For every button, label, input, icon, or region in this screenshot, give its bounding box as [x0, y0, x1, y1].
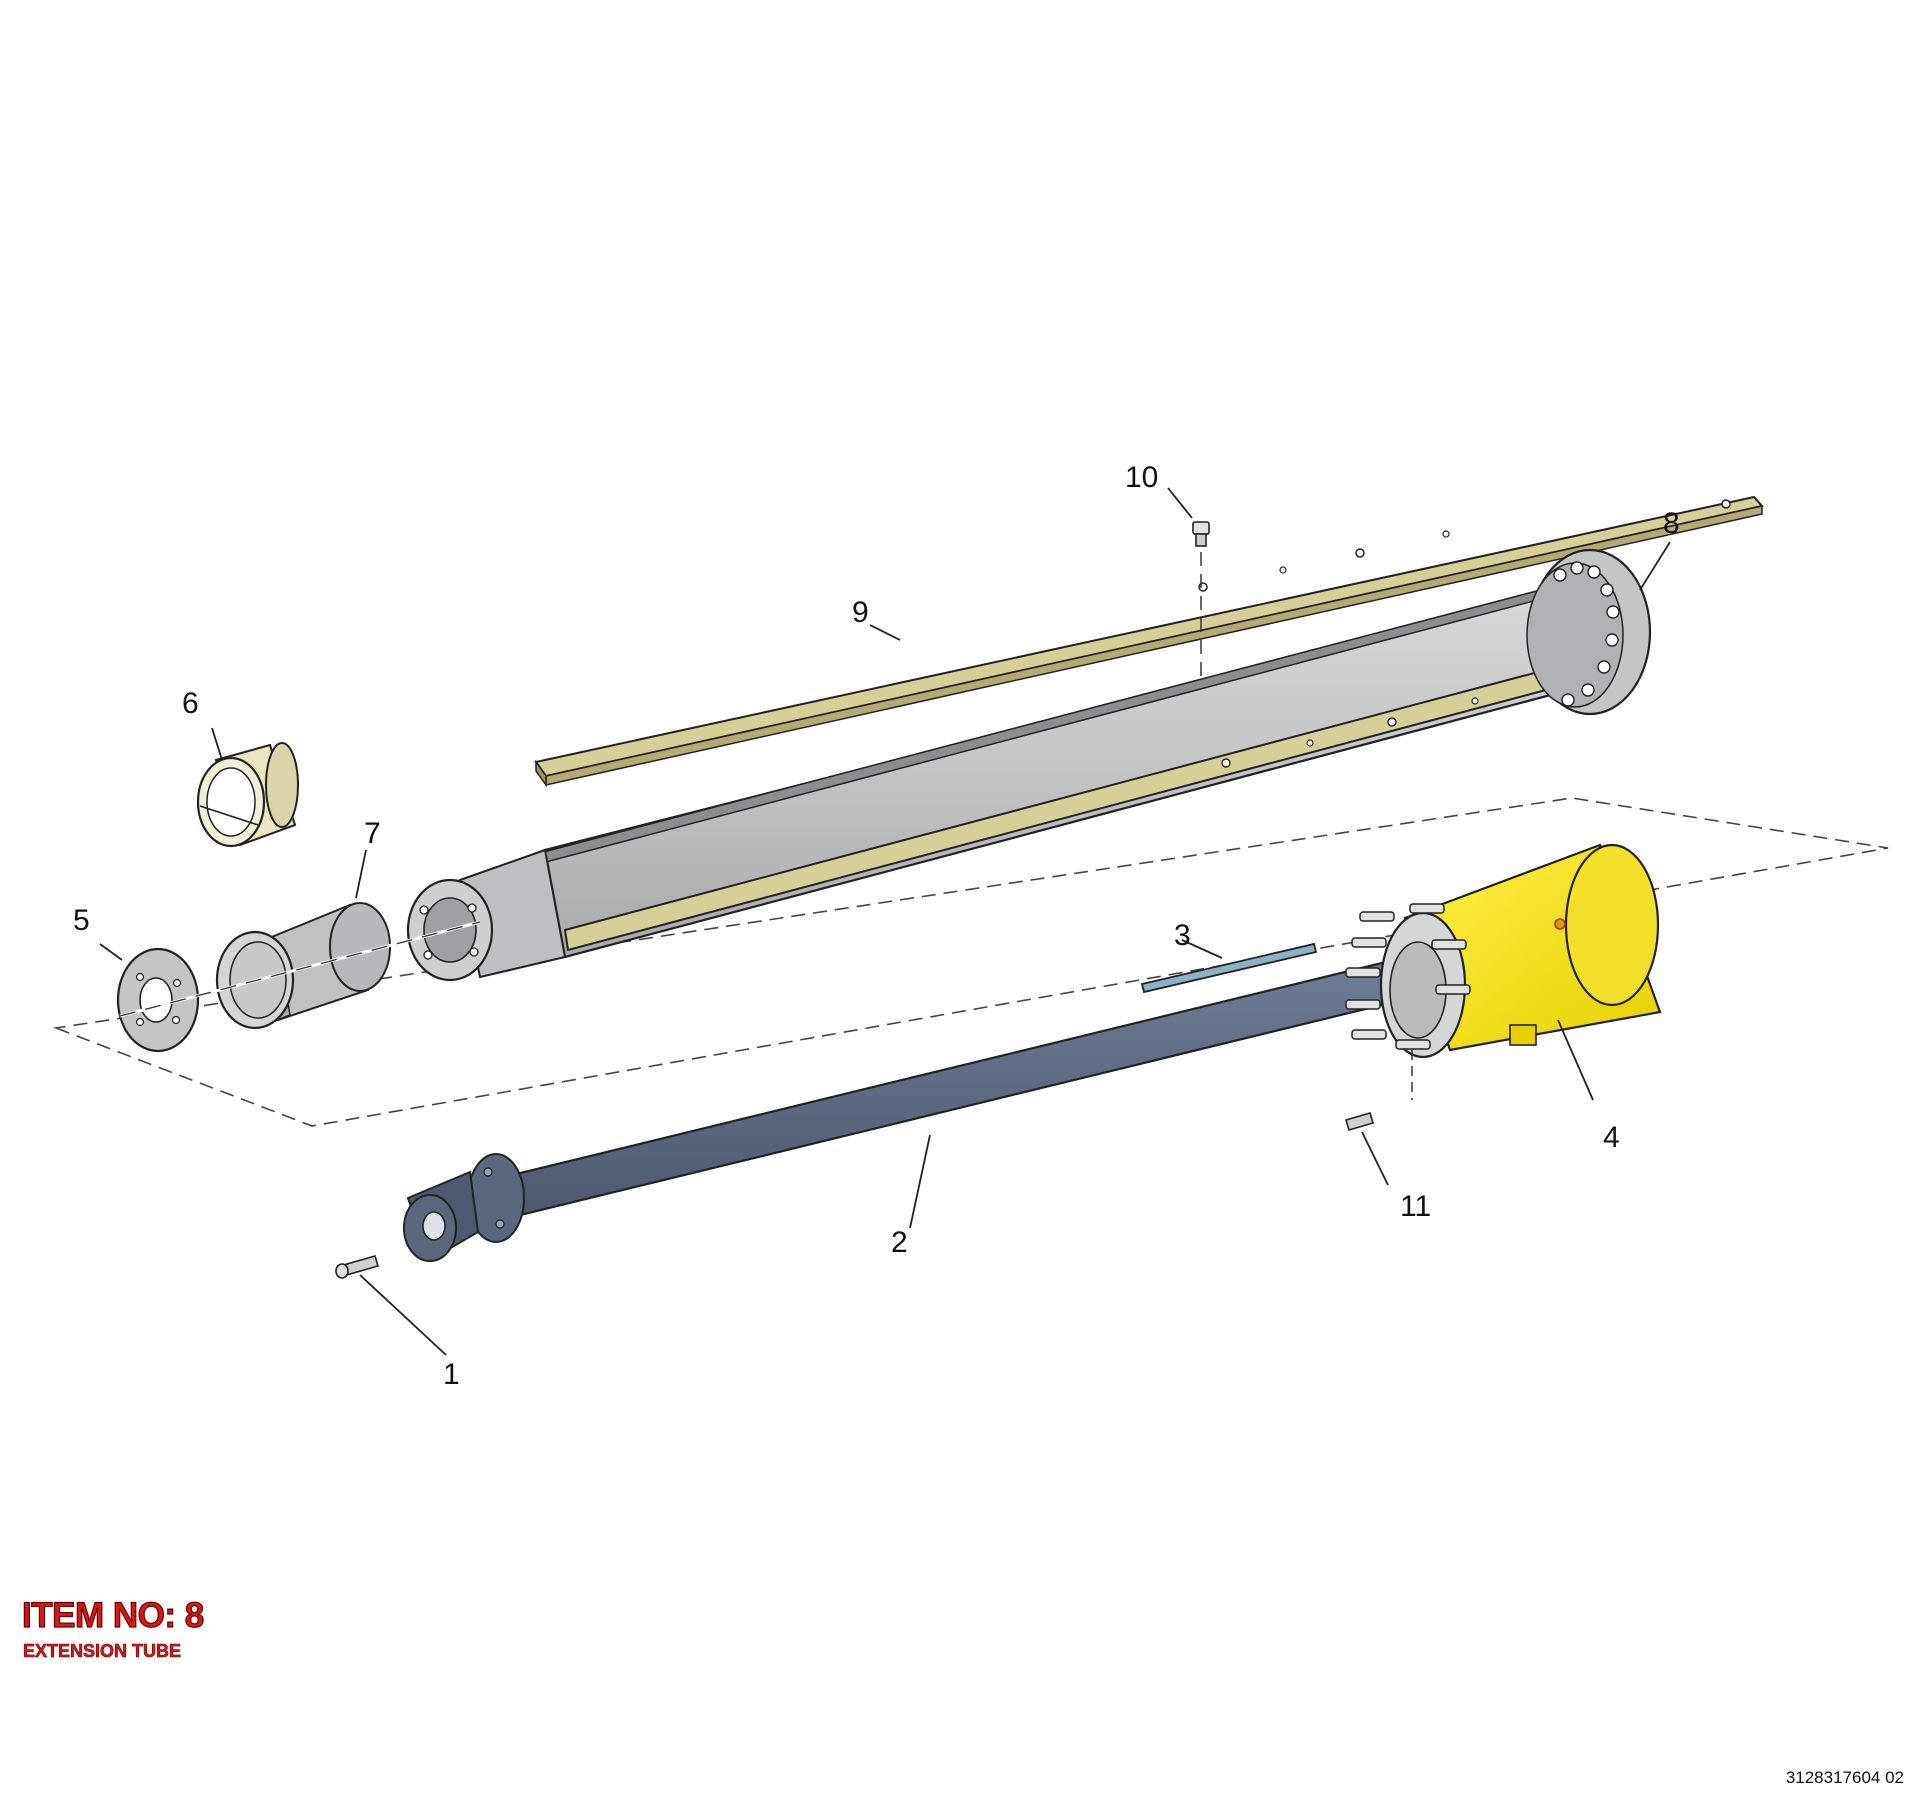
callout-4: 4	[1603, 1121, 1620, 1154]
key-bar	[1140, 942, 1318, 994]
drawing-number: 3128317604 02	[1785, 1768, 1904, 1787]
extension-tube	[406, 548, 1652, 982]
callout-2: 2	[891, 1226, 908, 1259]
dowel-pin	[1345, 1112, 1374, 1131]
callout-10: 10	[1125, 461, 1158, 494]
piston-rod	[403, 960, 1396, 1262]
callout-9: 9	[852, 596, 869, 629]
cylinder-head	[1345, 843, 1662, 1059]
thrust-washer	[116, 947, 200, 1053]
callout-1: 1	[443, 1358, 460, 1391]
capscrew-bottom	[335, 1255, 379, 1279]
callout-7: 7	[364, 817, 381, 850]
leader-lines	[99, 487, 1671, 1356]
item-number-title: ITEM NO: 8	[21, 1595, 204, 1635]
callout-11: 11	[1400, 1190, 1431, 1223]
wear-pad-strip	[534, 495, 1764, 788]
split-bushing	[196, 742, 299, 848]
item-description: EXTENSION TUBE	[23, 1641, 182, 1662]
front-axis-line-dash	[119, 921, 481, 1017]
callout-6: 6	[182, 687, 199, 720]
callout-8: 8	[1663, 507, 1680, 540]
assembly-plane-outline	[52, 797, 1889, 1127]
callout-5: 5	[73, 904, 90, 937]
bearing-sleeve	[215, 902, 391, 1030]
callout-3: 3	[1174, 919, 1191, 952]
screw-top	[1192, 521, 1210, 547]
